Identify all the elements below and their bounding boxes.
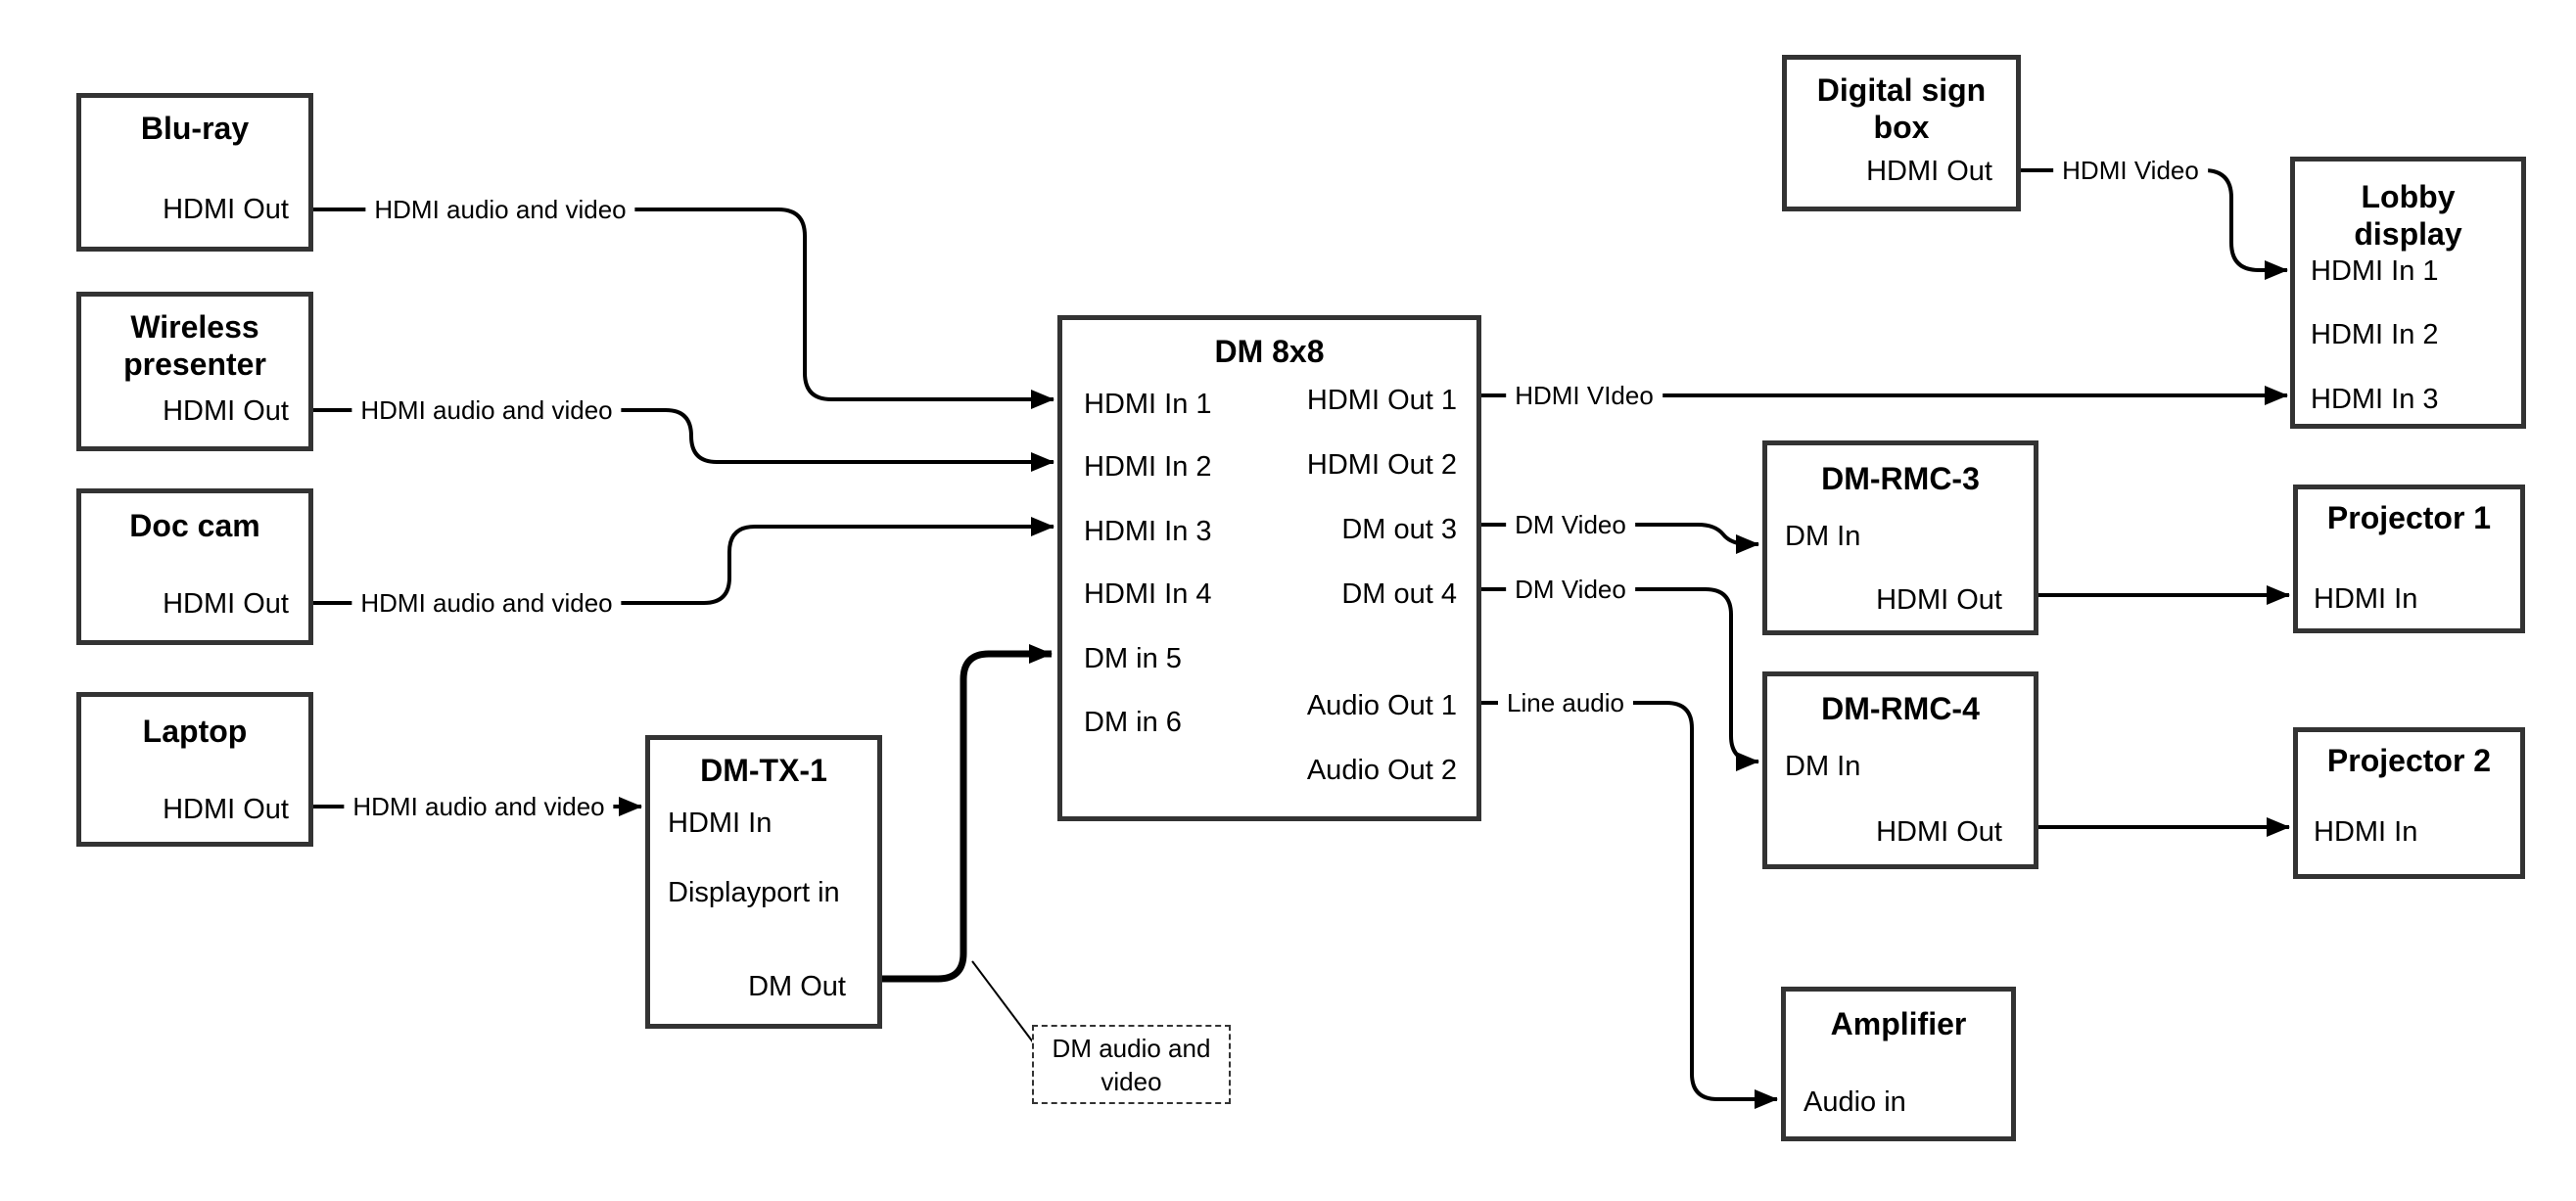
device-title: Projector 1	[2326, 500, 2492, 535]
port-hdmi-out-2: HDMI Out 2	[1306, 449, 1457, 481]
port-dm-out-4: DM out 4	[1341, 578, 1457, 610]
device-box-dm-tx-1: DM-TX-1 HDMI In Displayport in DM Out	[645, 735, 882, 1029]
port-hdmi-in-1: HDMI In 1	[1084, 389, 1212, 420]
connection-digital-sign-to-lobby-hdmi-in-1	[2021, 168, 2288, 280]
device-title: Wireless presenter	[123, 309, 266, 382]
device-box-projector-2: Projector 2 HDMI In	[2293, 727, 2525, 879]
port-hdmi-out: HDMI Out	[163, 794, 289, 825]
port-hdmi-out: HDMI Out	[163, 395, 289, 427]
device-box-amplifier: Amplifier Audio in	[1781, 987, 2016, 1141]
connection-label-digital-sign-to-lobby: HDMI Video	[2053, 154, 2208, 187]
device-title: DM-RMC-4	[1821, 691, 1980, 726]
port-dm-out: DM Out	[748, 971, 846, 1002]
port-dm-in: DM In	[1785, 521, 1861, 552]
port-hdmi-out-1: HDMI Out 1	[1306, 385, 1457, 416]
device-box-dm-rmc-3: DM-RMC-3 DM In HDMI Out	[1762, 440, 2038, 635]
device-title: Doc cam	[129, 508, 260, 543]
port-audio-in: Audio in	[1803, 1086, 1906, 1118]
device-title: DM-RMC-3	[1821, 461, 1980, 496]
port-audio-out-2: Audio Out 2	[1306, 755, 1457, 786]
port-hdmi-in: HDMI In	[2314, 816, 2418, 848]
device-title: Digital sign box	[1816, 72, 1987, 145]
port-hdmi-out: HDMI Out	[1866, 156, 1992, 187]
port-hdmi-in-1: HDMI In 1	[2311, 255, 2439, 287]
connection-bluray-to-dm8x8-hdmi-in-1	[313, 208, 1054, 409]
annotation-dm-audio-and-video: DM audio and video	[1032, 1025, 1231, 1104]
port-displayport-in: Displayport in	[668, 877, 840, 908]
device-title: Amplifier	[1830, 1006, 1967, 1041]
device-box-wireless-presenter: Wireless presenter HDMI Out	[76, 292, 313, 451]
connection-dm8x8-dm-out-3-to-rmc3-dm-in	[1481, 523, 1759, 554]
connection-dmtx1-to-dm8x8-dm-in-5	[882, 644, 1053, 983]
device-title: DM-TX-1	[700, 753, 827, 788]
device-title: Laptop	[142, 714, 248, 749]
port-dm-in: DM In	[1785, 751, 1861, 782]
connection-label-dm-out-4-to-rmc-4: DM Video	[1506, 573, 1635, 606]
device-box-doc-cam: Doc cam HDMI Out	[76, 488, 313, 645]
connection-label-dm-out-3-to-rmc-3: DM Video	[1506, 508, 1635, 541]
device-title: Projector 2	[2326, 743, 2492, 778]
device-box-lobby-display: Lobby display HDMI In 1 HDMI In 2 HDMI I…	[2290, 157, 2526, 429]
device-box-dm-rmc-4: DM-RMC-4 DM In HDMI Out	[1762, 671, 2038, 869]
device-box-projector-1: Projector 1 HDMI In	[2293, 485, 2525, 633]
port-hdmi-out: HDMI Out	[163, 588, 289, 620]
port-hdmi-in: HDMI In	[2314, 583, 2418, 615]
port-hdmi-out: HDMI Out	[163, 194, 289, 225]
connection-label-laptop-to-dm-tx-1: HDMI audio and video	[344, 790, 614, 823]
connection-label-audio-out-1-to-amplifier: Line audio	[1498, 686, 1633, 719]
connection-dm8x8-audio-out-1-to-amplifier-audio-in	[1481, 701, 1778, 1109]
connection-wireless-to-dm8x8-hdmi-in-2	[313, 408, 1054, 472]
device-title: DM 8x8	[1214, 334, 1325, 369]
connection-label-bluray-to-dm8x8: HDMI audio and video	[365, 193, 635, 226]
port-hdmi-in-3: HDMI In 3	[2311, 384, 2439, 415]
connection-label-doc-cam-to-dm8x8: HDMI audio and video	[351, 586, 622, 620]
connection-doccam-to-dm8x8-hdmi-in-3	[313, 517, 1054, 605]
device-title: Lobby display	[2354, 179, 2462, 252]
port-hdmi-in-2: HDMI In 2	[2311, 319, 2439, 350]
port-hdmi-out: HDMI Out	[1876, 816, 2002, 848]
annotation-leader-line	[971, 960, 1035, 1044]
device-box-digital-sign: Digital sign box HDMI Out	[1782, 55, 2021, 211]
device-box-dm-8x8: DM 8x8 HDMI In 1 HDMI In 2 HDMI In 3 HDM…	[1057, 315, 1481, 821]
connection-label-wireless-to-dm8x8: HDMI audio and video	[351, 393, 622, 427]
port-hdmi-out: HDMI Out	[1876, 584, 2002, 616]
port-audio-out-1: Audio Out 1	[1306, 690, 1457, 721]
port-dm-in-5: DM in 5	[1084, 643, 1182, 674]
port-hdmi-in: HDMI In	[668, 808, 773, 839]
connection-dm8x8-dm-out-4-to-rmc4-dm-in	[1481, 587, 1759, 771]
port-hdmi-in-4: HDMI In 4	[1084, 578, 1212, 610]
connection-label-hdmi-out-1-to-lobby: HDMI VIdeo	[1506, 379, 1663, 412]
port-hdmi-in-3: HDMI In 3	[1084, 516, 1212, 547]
device-box-laptop: Laptop HDMI Out	[76, 692, 313, 847]
port-dm-out-3: DM out 3	[1341, 514, 1457, 545]
device-box-bluray: Blu-ray HDMI Out	[76, 93, 313, 252]
port-dm-in-6: DM in 6	[1084, 707, 1182, 738]
port-hdmi-in-2: HDMI In 2	[1084, 451, 1212, 483]
device-title: Blu-ray	[140, 111, 250, 146]
